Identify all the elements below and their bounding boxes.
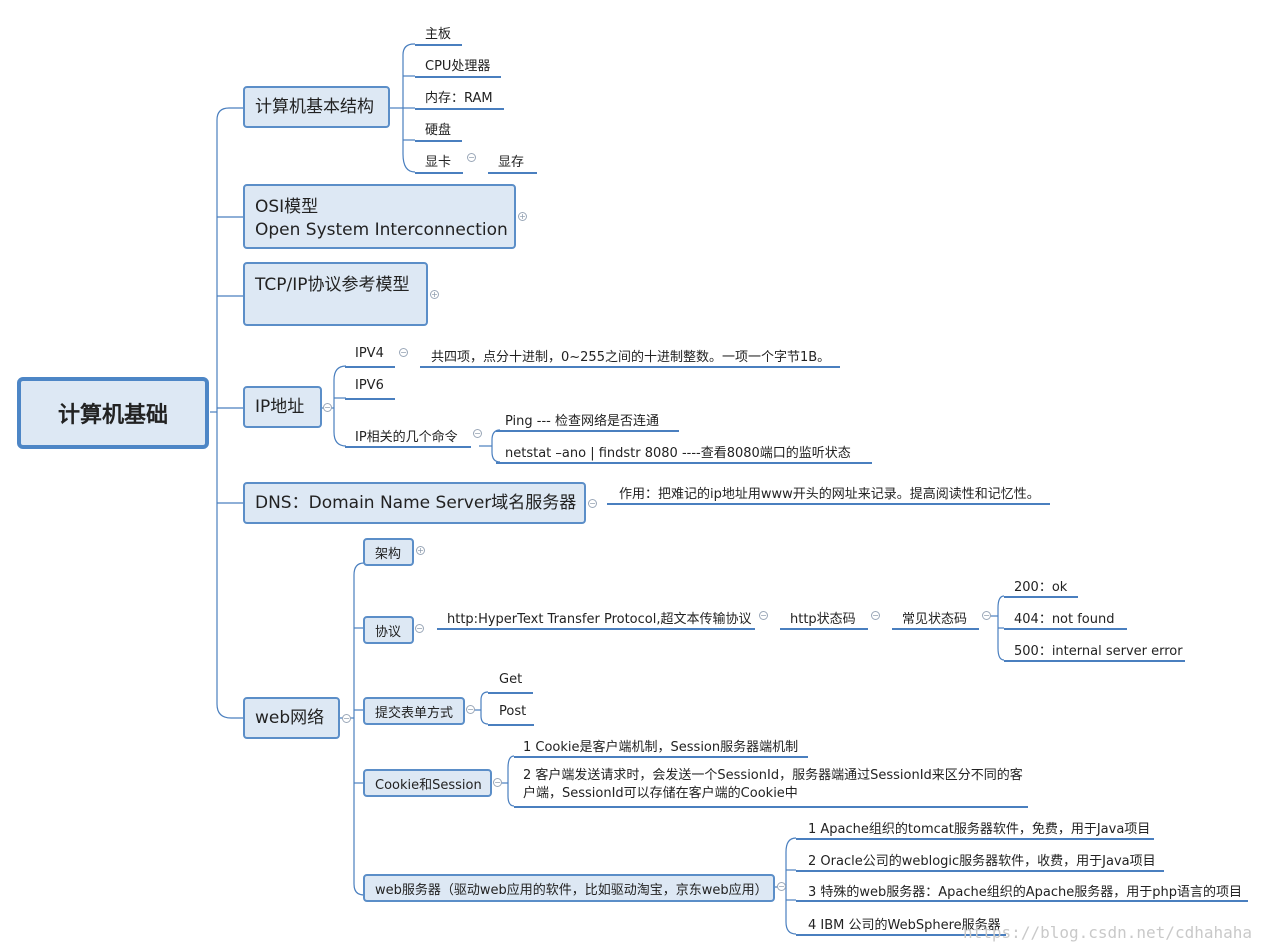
root-node[interactable]: 计算机基础 — [17, 377, 209, 449]
leaf-http-status: http状态码 — [790, 612, 856, 627]
expand-arch-icon[interactable]: + — [416, 546, 425, 555]
leaf-mainboard: 主板 — [425, 27, 452, 42]
leaf-netstat: netstat –ano | findstr 8080 ----查看8080端口… — [505, 446, 851, 461]
node-web-server[interactable]: web服务器（驱动web应用的软件，比如驱动淘宝，京东web应用） — [363, 874, 775, 902]
root-label: 计算机基础 — [57, 403, 168, 428]
leaf-code-500: 500：internal server error — [1014, 644, 1183, 659]
node-dns-label: DNS：Domain Name Server域名服务器 — [255, 493, 577, 513]
collapse-form-icon[interactable]: − — [466, 705, 475, 714]
leaf-server-3: 3 特殊的web服务器：Apache组织的Apache服务器，用于php语言的项… — [808, 885, 1243, 900]
leaf-ip-commands: IP相关的几个命令 — [355, 430, 458, 445]
leaf-ram: 内存：RAM — [425, 91, 493, 106]
node-cookie-session[interactable]: Cookie和Session — [363, 769, 492, 797]
node-basic-structure[interactable]: 计算机基本结构 — [243, 86, 390, 128]
collapse-dns-icon[interactable]: − — [588, 499, 597, 508]
leaf-cookie-1: 1 Cookie是客户端机制，Session服务器端机制 — [523, 740, 799, 755]
leaf-post: Post — [499, 704, 527, 719]
collapse-server-icon[interactable]: − — [777, 882, 786, 891]
collapse-status-icon[interactable]: − — [871, 611, 880, 620]
leaf-http: http:HyperText Transfer Protocol,超文本传输协议 — [447, 612, 752, 627]
node-osi[interactable]: OSI模型 Open System Interconnection — [243, 184, 516, 249]
watermark: https://blog.csdn.net/cdhahaha — [963, 923, 1252, 942]
leaf-gpu: 显卡 — [425, 155, 452, 170]
leaf-code-200: 200：ok — [1014, 580, 1068, 595]
leaf-ipv6: IPV6 — [355, 378, 384, 393]
collapse-protocol-icon[interactable]: − — [415, 624, 424, 633]
collapse-web-icon[interactable]: − — [342, 714, 351, 723]
collapse-common-icon[interactable]: − — [982, 611, 991, 620]
node-arch[interactable]: 架构 — [363, 538, 414, 566]
expand-osi-icon[interactable]: + — [518, 212, 527, 221]
leaf-cpu: CPU处理器 — [425, 59, 491, 74]
collapse-ipv4-icon[interactable]: − — [399, 348, 408, 357]
node-dns[interactable]: DNS：Domain Name Server域名服务器 — [243, 482, 586, 524]
node-tcpip-label: TCP/IP协议参考模型 — [255, 275, 410, 295]
node-form[interactable]: 提交表单方式 — [363, 697, 465, 725]
leaf-dns-purpose: 作用：把难记的ip地址用www开头的网址来记录。提高阅读性和记忆性。 — [619, 487, 1040, 502]
leaf-get: Get — [499, 672, 523, 687]
leaf-ping: Ping --- 检查网络是否连通 — [505, 414, 659, 429]
leaf-code-404: 404：not found — [1014, 612, 1115, 627]
collapse-gpu-icon[interactable]: − — [467, 153, 476, 162]
collapse-cmds-icon[interactable]: − — [473, 429, 482, 438]
leaf-ipv4-desc: 共四项，点分十进制，0~255之间的十进制整数。一项一个字节1B。 — [431, 350, 831, 365]
leaf-disk: 硬盘 — [425, 123, 452, 138]
node-basic-label: 计算机基本结构 — [255, 97, 374, 117]
node-web[interactable]: web网络 — [243, 697, 340, 739]
leaf-common-status: 常见状态码 — [902, 612, 968, 627]
expand-tcpip-icon[interactable]: + — [430, 290, 439, 299]
node-tcpip[interactable]: TCP/IP协议参考模型 — [243, 262, 428, 326]
collapse-cookie-icon[interactable]: − — [493, 778, 502, 787]
node-web-label: web网络 — [255, 708, 325, 728]
node-ip[interactable]: IP地址 — [243, 386, 322, 428]
leaf-server-1: 1 Apache组织的tomcat服务器软件，免费，用于Java项目 — [808, 822, 1151, 837]
node-ip-label: IP地址 — [255, 397, 305, 417]
node-osi-line1: OSI模型 — [255, 197, 319, 217]
leaf-vram: 显存 — [498, 155, 525, 170]
leaf-ipv4: IPV4 — [355, 346, 384, 361]
leaf-server-4: 4 IBM 公司的WebSphere服务器 — [808, 918, 1001, 933]
leaf-server-2: 2 Oracle公司的weblogic服务器软件，收费，用于Java项目 — [808, 854, 1156, 869]
node-protocol[interactable]: 协议 — [363, 616, 414, 644]
node-osi-line2: Open System Interconnection — [255, 220, 508, 240]
collapse-ip-icon[interactable]: − — [323, 403, 332, 412]
collapse-http-icon[interactable]: − — [759, 611, 768, 620]
leaf-cookie-2: 2 客户端发送请求时，会发送一个SessionId，服务器端通过SessionI… — [523, 768, 1023, 801]
